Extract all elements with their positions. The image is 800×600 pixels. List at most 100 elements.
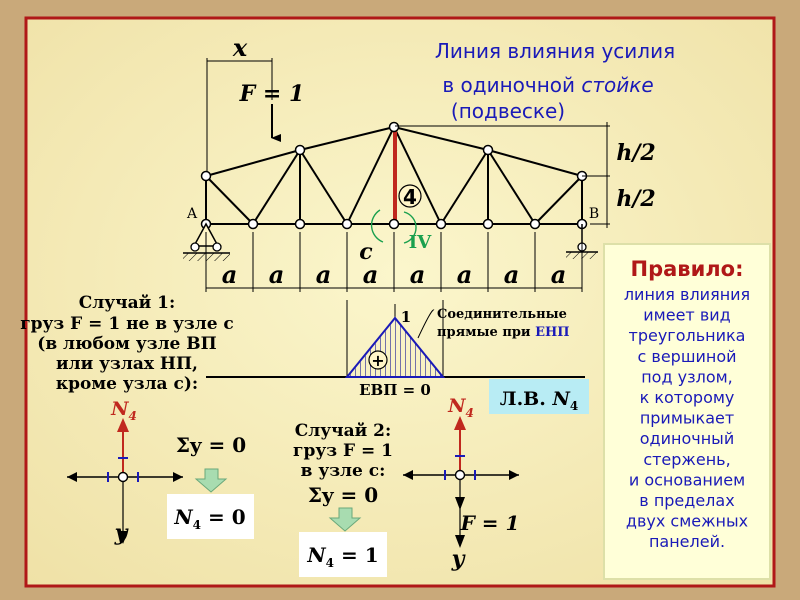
case2-result: N4 = 1 (306, 543, 378, 570)
top-chord-1 (205, 149, 301, 177)
case1-down-arrow (194, 468, 228, 493)
case2-n4-label: N4 (447, 395, 474, 420)
note-line1: Соединительные (437, 307, 567, 322)
rule-title: Правило: (631, 257, 744, 281)
diagonal (440, 149, 489, 225)
case2-free-body: N4 F = 1 y (403, 395, 519, 572)
case1-free-body: N4 y Σy = 0 N4 = 0 (67, 398, 254, 546)
panel-label: a (504, 260, 520, 289)
truss-diagram: x F = 1 4 IV c A B (183, 33, 656, 292)
diagonal (534, 175, 583, 225)
case2-n4-arrow (454, 416, 466, 430)
bottom-node (341, 218, 353, 230)
case1-result-box (167, 494, 254, 539)
diagonal (299, 149, 348, 225)
case2-line2: в узле c: (301, 461, 386, 481)
rule-line: треугольника (629, 326, 746, 345)
top-chord-2 (299, 126, 395, 151)
title-line3: (подвеске) (451, 99, 565, 123)
h-bottom-label: h/2 (616, 186, 655, 212)
positive-sign-circle (368, 350, 388, 370)
case1-line2: (в любом узле ВП (37, 334, 216, 354)
support-b-label: B (589, 206, 599, 222)
case1-result: N4 = 0 (173, 505, 245, 532)
evp-label: ЕВП = 0 (359, 381, 431, 399)
rule-line: линия влияния (624, 285, 750, 304)
panel-label: a (269, 260, 285, 289)
case1-y-arrow (118, 531, 128, 544)
influence-line: 1 + ЕВП = 0 Соединительные прямые при ЕН… (206, 300, 589, 414)
case1-line4: кроме узла c): (56, 374, 198, 394)
case1-n4-label: N4 (110, 398, 137, 423)
case2-result-box (299, 532, 387, 577)
case1-node (117, 471, 129, 483)
top-chord-3 (393, 126, 489, 151)
title-line2: в одиночной стойке (442, 73, 653, 97)
top-node (482, 144, 494, 156)
rule-line: под узлом, (641, 367, 733, 386)
lv-label-box (489, 379, 589, 414)
case2-title: Случай 2: (295, 421, 392, 441)
bottom-node (247, 218, 259, 230)
bottom-node (435, 218, 447, 230)
rule-line: одиночный (640, 429, 734, 448)
note-leader (417, 309, 435, 339)
h-top-label: h/2 (616, 140, 655, 166)
case2-y-label: y (451, 546, 467, 572)
rule-line: к которому (640, 388, 735, 407)
case2-line1: груз F = 1 (293, 441, 393, 461)
case2-node (454, 469, 466, 481)
section-label: IV (409, 232, 432, 253)
rod-number: 4 (403, 185, 417, 209)
case1-title: Случай 1: (79, 293, 176, 313)
rule-line: и основанием (629, 470, 745, 489)
diagonal (205, 175, 254, 225)
case2-right-arrow (509, 470, 519, 480)
case1-n4-arrow (117, 418, 129, 432)
section-arc-right (403, 211, 417, 244)
bottom-node (482, 218, 494, 230)
case1-right-arrow (173, 472, 183, 482)
rule-line: панелей. (649, 532, 725, 551)
case2-force-label: F = 1 (460, 511, 520, 535)
case2-description: Случай 2: груз F = 1 в узле c: Σy = 0 N4… (293, 421, 393, 577)
node-c-label: c (359, 239, 373, 265)
diagonal (252, 149, 301, 225)
panel-label: a (316, 260, 332, 289)
panel-label: a (410, 260, 426, 289)
positive-sign: + (371, 351, 384, 370)
x-label: x (232, 33, 248, 62)
rule-line: стержень, (643, 450, 730, 469)
panel-label: a (222, 260, 238, 289)
case1-left-arrow (67, 472, 77, 482)
title-line1: Линия влияния усилия (435, 39, 675, 63)
case1-equation: Σy = 0 (176, 433, 246, 457)
case1-line3: или узлах НП, (56, 354, 198, 374)
case2-left-arrow (403, 470, 413, 480)
panel-label: a (363, 260, 379, 289)
diagonal (487, 149, 536, 225)
rule-line: в пределах (639, 491, 734, 510)
bottom-node (529, 218, 541, 230)
case1-y-label: y (114, 520, 130, 546)
top-chord-4 (487, 149, 583, 177)
rule-line: двух смежных (626, 512, 748, 531)
case2-equation: Σy = 0 (308, 483, 378, 507)
case2-down-arrow (328, 507, 362, 532)
diagonal (393, 126, 442, 225)
case1-line1: груз F = 1 не в узле c (20, 314, 234, 334)
lv-label: Л.В. N4 (500, 388, 578, 413)
section-arc-left (370, 209, 384, 243)
influence-peak-value: 1 (401, 308, 411, 326)
case1-description: Случай 1: груз F = 1 не в узле c (в любо… (20, 293, 234, 394)
rod-number-circle (398, 184, 422, 208)
rule-box-bg (603, 243, 771, 580)
bottom-node (294, 218, 306, 230)
case2-force-arrow (455, 497, 465, 510)
force-label: F = 1 (239, 81, 305, 107)
rule-line: примыкает (640, 409, 734, 428)
